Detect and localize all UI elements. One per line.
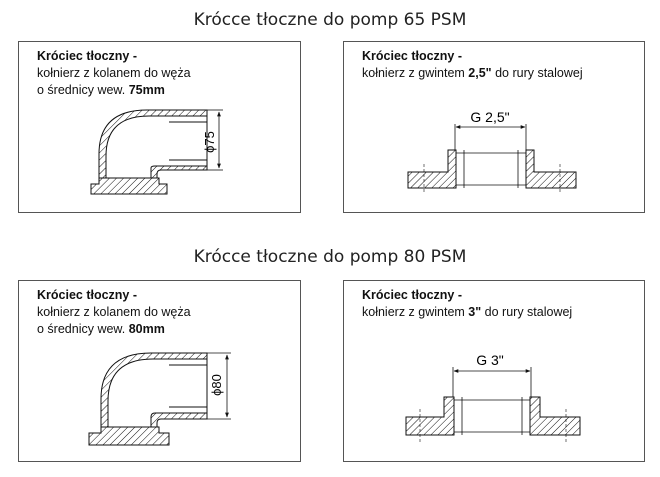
panel-heading: Króciec tłoczny - [37,288,138,302]
elbow-drawing-80: ϕ80 [88,352,231,446]
elbow-drawing-65: ϕ75 [90,109,223,195]
panel-description: Króciec tłoczny - kołnierz z gwintem 2,5… [362,48,583,82]
panel-80-thread: Króciec tłoczny - kołnierz z gwintem 3" … [343,280,645,462]
panel-line1: kołnierz z gwintem 2,5" do rury stalowej [362,65,583,82]
panel-line2: o średnicy wew. 80mm [37,321,191,338]
panel-description: Króciec tłoczny - kołnierz z gwintem 3" … [362,287,572,321]
panel-heading: Króciec tłoczny - [362,288,463,302]
section-title-80: Krócce tłoczne do pomp 80 PSM [193,247,467,267]
dim-label-65: ϕ75 [202,131,217,153]
panel-line1: kołnierz z kolanem do węża [37,305,191,319]
panel-line2-bold: 75mm [128,83,165,97]
thread-flange-drawing-80: G 3" [405,352,581,443]
panel-line2-prefix: o średnicy wew. [37,322,129,336]
dim-label-80: ϕ80 [209,374,224,396]
panel-65-hose-elbow: Króciec tłoczny - kołnierz z kolanem do … [18,41,301,213]
panel-line1-bold: 2,5" [468,66,492,80]
panel-line2-bold: 80mm [128,322,165,336]
panel-65-thread: Króciec tłoczny - kołnierz z gwintem 2,5… [343,41,645,213]
panel-description: Króciec tłoczny - kołnierz z kolanem do … [37,48,191,99]
panel-description: Króciec tłoczny - kołnierz z kolanem do … [37,287,191,338]
panel-line1-prefix: kołnierz z gwintem [362,305,469,319]
dim-label-thread-65: G 2,5" [470,109,509,125]
panel-line2: o średnicy wew. 75mm [37,82,191,99]
panel-line1-suffix: do rury stalowej [481,305,573,319]
panel-line1-prefix: kołnierz z gwintem [362,66,469,80]
dim-label-thread-80: G 3" [476,352,504,368]
panel-heading: Króciec tłoczny - [362,49,463,63]
panel-heading: Króciec tłoczny - [37,49,138,63]
panel-80-hose-elbow: Króciec tłoczny - kołnierz z kolanem do … [18,280,301,462]
panel-line1: kołnierz z gwintem 3" do rury stalowej [362,304,572,321]
thread-flange-drawing-65: G 2,5" [407,109,577,194]
panel-line2-prefix: o średnicy wew. [37,83,129,97]
panel-line1-bold: 3" [468,305,482,319]
section-title-65: Krócce tłoczne do pomp 65 PSM [193,10,467,30]
panel-line1: kołnierz z kolanem do węża [37,66,191,80]
panel-line1-suffix: do rury stalowej [491,66,583,80]
